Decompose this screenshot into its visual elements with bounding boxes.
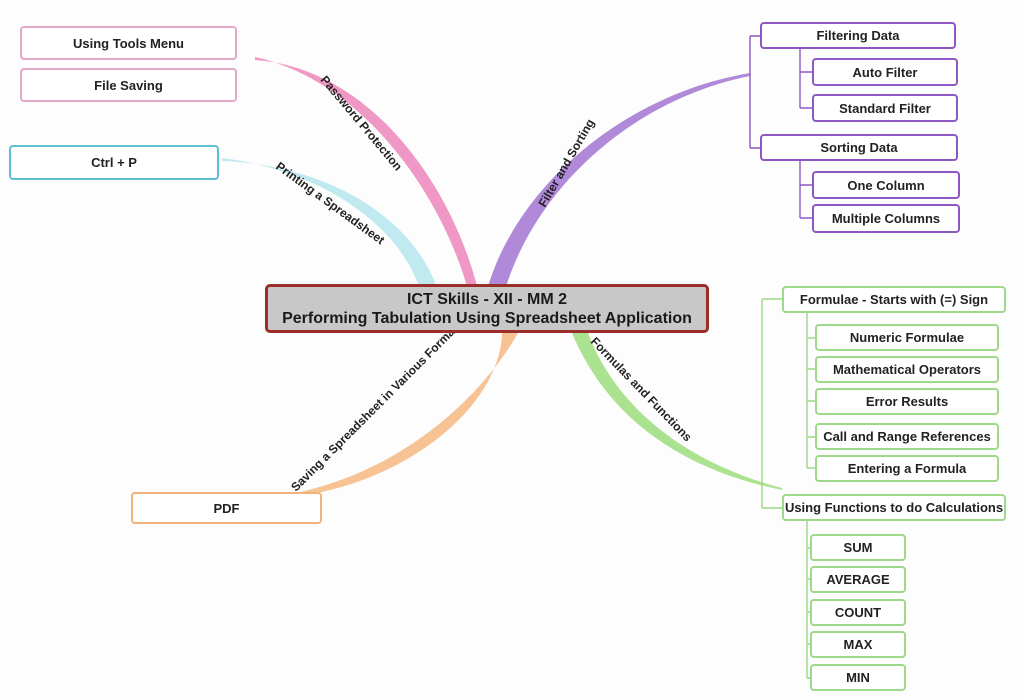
branch-label-filter: Filter and Sorting <box>535 116 597 209</box>
node-numeric-formulae[interactable]: Numeric Formulae <box>815 324 999 351</box>
node-filtering-data[interactable]: Filtering Data <box>760 22 956 49</box>
branch-label-formulas: Formulas and Functions <box>588 334 695 444</box>
node-call-range-references[interactable]: Call and Range References <box>815 423 999 450</box>
node-one-column[interactable]: One Column <box>812 171 960 199</box>
node-using-tools-menu[interactable]: Using Tools Menu <box>20 26 237 60</box>
node-multiple-columns[interactable]: Multiple Columns <box>812 204 960 233</box>
node-ctrl-p[interactable]: Ctrl + P <box>9 145 219 180</box>
central-title-line2: Performing Tabulation Using Spreadsheet … <box>282 309 692 327</box>
branch-ribbon-formulas <box>572 333 782 490</box>
node-error-results[interactable]: Error Results <box>815 388 999 415</box>
node-mathematical-operators[interactable]: Mathematical Operators <box>815 356 999 383</box>
node-min[interactable]: MIN <box>810 664 906 691</box>
node-standard-filter[interactable]: Standard Filter <box>812 94 958 122</box>
node-auto-filter[interactable]: Auto Filter <box>812 58 958 86</box>
filter-connectors <box>749 35 812 219</box>
node-using-functions[interactable]: Using Functions to do Calculations <box>782 494 1006 521</box>
branch-ribbon-saving <box>300 333 518 496</box>
node-average[interactable]: AVERAGE <box>810 566 906 593</box>
node-sum[interactable]: SUM <box>810 534 906 561</box>
node-file-saving[interactable]: File Saving <box>20 68 237 102</box>
branch-label-printing: Printing a Spreadsheet <box>273 159 387 247</box>
central-topic[interactable]: ICT Skills - XII - MM 2 Performing Tabul… <box>265 284 709 333</box>
node-formulae-sign[interactable]: Formulae - Starts with (=) Sign <box>782 286 1006 313</box>
node-max[interactable]: MAX <box>810 631 906 658</box>
node-pdf[interactable]: PDF <box>131 492 322 524</box>
node-entering-formula[interactable]: Entering a Formula <box>815 455 999 482</box>
formulas-connectors <box>761 298 815 679</box>
central-title-line1: ICT Skills - XII - MM 2 <box>406 290 568 308</box>
node-count[interactable]: COUNT <box>810 599 906 626</box>
branch-ribbon-filter <box>487 73 750 290</box>
branch-label-password: Password Protection <box>318 73 405 173</box>
node-sorting-data[interactable]: Sorting Data <box>760 134 958 161</box>
branch-ribbon-printing <box>222 158 438 290</box>
